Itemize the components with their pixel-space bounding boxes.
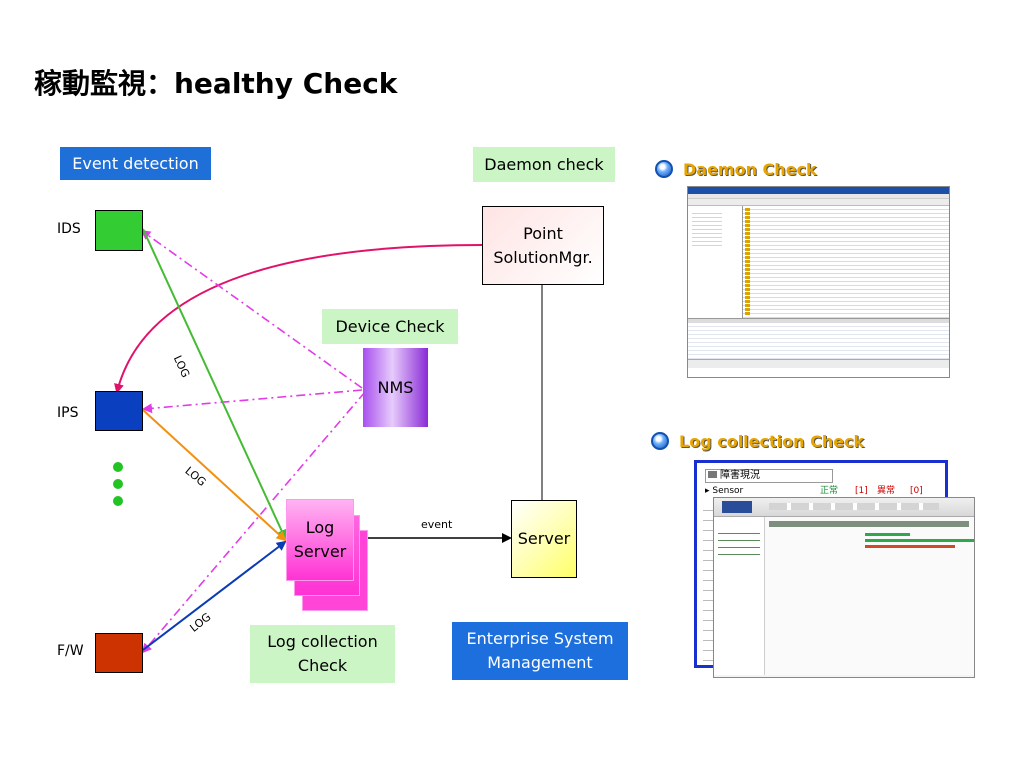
status-title-text: 障害現況 xyxy=(720,470,760,481)
normal-label: 正常 xyxy=(820,486,839,496)
screenshot-header xyxy=(714,498,974,517)
screenshot-tree-pane xyxy=(688,206,743,318)
point-solution-mgr-node: Point SolutionMgr. xyxy=(482,206,604,285)
fw-label: F/W xyxy=(57,643,84,659)
ids-log-arrow xyxy=(142,228,287,540)
side-list xyxy=(703,501,713,661)
ellipsis-dot xyxy=(113,462,123,472)
nms-node: NMS xyxy=(363,348,428,427)
screenshot-statusbar xyxy=(688,359,949,368)
screenshot-bar-3 xyxy=(865,545,955,548)
screenshot-toolbar xyxy=(688,199,949,206)
sensor-row: ▸ Sensor 正常 [1] 異常 [0] xyxy=(705,485,937,497)
event-label: event xyxy=(421,518,453,531)
normal-count: [1] xyxy=(855,486,868,496)
fw-log-arrow xyxy=(142,540,287,651)
ids-device xyxy=(95,210,143,251)
daemon-check-heading: Daemon Check xyxy=(683,160,817,179)
globe-bullet-icon xyxy=(651,432,669,450)
screenshot-section-bar xyxy=(769,521,969,527)
abnormal-count: [0] xyxy=(910,486,923,496)
ips-log-arrow xyxy=(142,409,287,542)
psm-to-ips-arrow xyxy=(114,244,483,394)
nms-to-ids-dashline xyxy=(140,229,363,389)
screenshot-menu-items xyxy=(718,527,760,557)
event-detection-label: Event detection xyxy=(60,147,211,180)
screenshot-bar-1 xyxy=(865,533,910,536)
daemon-check-label: Daemon check xyxy=(473,147,615,182)
screenshot-splitter xyxy=(688,318,949,323)
globe-bullet-icon xyxy=(655,160,673,178)
screen-icon xyxy=(708,471,717,478)
enterprise-system-management-label: Enterprise System Management xyxy=(452,622,628,680)
fw-device xyxy=(95,633,143,673)
ids-label: IDS xyxy=(57,221,81,237)
screenshot-titlebar xyxy=(688,187,949,194)
log-server-node: Log Server xyxy=(286,499,354,581)
nms-to-ips-dashline xyxy=(142,389,363,414)
screenshot-bar-2 xyxy=(865,539,974,542)
screenshot-log-pane xyxy=(688,323,949,359)
log-collection-check-heading: Log collection Check xyxy=(679,432,865,451)
device-check-label: Device Check xyxy=(322,309,458,344)
sensor-label: ▸ Sensor xyxy=(705,486,744,496)
screenshot-nav-tabs xyxy=(769,503,939,510)
screenshot-main xyxy=(765,517,974,675)
screenshot-list-pane xyxy=(743,206,949,318)
ips-label: IPS xyxy=(57,405,79,421)
log-collection-screenshot xyxy=(713,497,975,678)
ips-device xyxy=(95,391,143,431)
screenshot-tree-items xyxy=(692,210,722,246)
ellipsis-dot xyxy=(113,479,123,489)
screenshot-logo xyxy=(722,501,752,513)
status-panel-title: 障害現況 xyxy=(705,469,833,483)
server-node: Server xyxy=(511,500,577,578)
screenshot-status-dots xyxy=(745,208,750,316)
log-collection-check-label: Log collection Check xyxy=(250,625,395,683)
abnormal-label: 異常 xyxy=(877,486,896,496)
page-title: 稼動監視：healthy Check xyxy=(34,67,398,100)
daemon-check-screenshot xyxy=(687,186,950,378)
ellipsis-dot xyxy=(113,496,123,506)
screenshot-menubar xyxy=(688,194,949,199)
screenshot-left-menu xyxy=(714,517,765,675)
